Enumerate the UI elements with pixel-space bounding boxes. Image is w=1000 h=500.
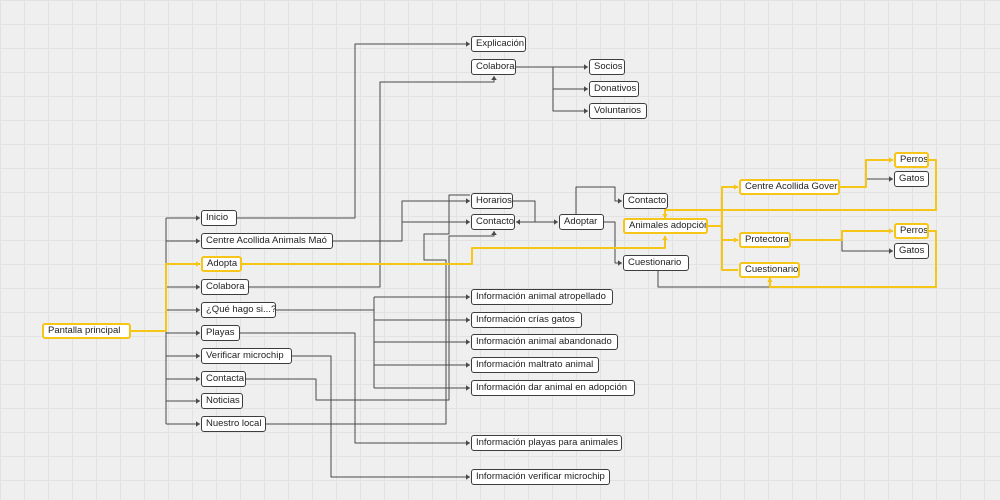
connector-arrowhead	[196, 215, 200, 221]
node-voluntarios[interactable]: Voluntarios	[589, 103, 647, 119]
connector-arrowhead	[889, 176, 893, 182]
connector-arrowhead	[196, 330, 200, 336]
connector-arrowhead	[584, 64, 588, 70]
connector-arrowhead	[516, 219, 520, 225]
node-info-maltrato[interactable]: Información maltrato animal	[471, 357, 599, 373]
connector-arrowhead	[196, 238, 200, 244]
connector-line	[266, 194, 470, 425]
connector-arrowhead	[618, 260, 622, 266]
connector-arrowhead	[554, 219, 558, 225]
connector-arrowhead	[491, 76, 497, 80]
connector-line	[721, 226, 738, 241]
node-info-atropellado[interactable]: Información animal atropellado	[471, 289, 613, 305]
node-info-playas[interactable]: Información playas para animales	[471, 435, 622, 451]
connector-line	[575, 186, 622, 214]
connector-line	[769, 230, 937, 288]
node-donativos[interactable]: Donativos	[589, 81, 639, 97]
connector-arrowhead	[618, 198, 622, 204]
node-socios[interactable]: Socios	[589, 59, 625, 75]
connector-arrowhead	[767, 278, 773, 282]
connector-arrowhead	[466, 317, 470, 323]
connector-line	[240, 332, 470, 444]
node-horarios[interactable]: Horarios	[471, 193, 513, 209]
node-playas[interactable]: Playas	[201, 325, 240, 341]
node-nuestro-local[interactable]: Nuestro local	[201, 416, 266, 432]
connector-arrowhead	[196, 307, 200, 313]
node-protectora[interactable]: Protectora	[739, 232, 791, 248]
node-cuestionario-hl[interactable]: Cuestionario	[739, 262, 800, 278]
connector-line	[791, 239, 893, 252]
connector-line	[791, 230, 893, 241]
connector-arrowhead	[491, 231, 497, 235]
node-animales-adopcion[interactable]: Animales adopción	[623, 218, 708, 234]
connector-line	[246, 231, 495, 401]
node-noticias[interactable]: Noticias	[201, 393, 243, 409]
node-info-dar-adopcion[interactable]: Información dar animal en adopción	[471, 380, 635, 396]
connector-line	[708, 186, 738, 227]
connector-arrowhead	[466, 440, 470, 446]
connector-arrowhead	[466, 385, 470, 391]
connector-line	[513, 200, 558, 223]
node-colabora[interactable]: Colabora	[471, 59, 516, 75]
connector-arrowhead	[889, 248, 893, 254]
connector-line	[333, 200, 470, 242]
node-explicacion[interactable]: Explicación	[471, 36, 526, 52]
node-colabora-menu[interactable]: Colabora	[201, 279, 249, 295]
node-pantalla-principal[interactable]: Pantalla principal	[42, 323, 131, 339]
connector-line	[242, 236, 666, 265]
connector-arrowhead	[734, 237, 738, 243]
connector-arrowhead	[196, 284, 200, 290]
connector-line	[657, 271, 770, 288]
connector-arrowhead	[889, 157, 893, 163]
connector-arrowhead	[584, 108, 588, 114]
connector-line	[604, 221, 622, 264]
connector-arrowhead	[196, 353, 200, 359]
connector-arrowhead	[584, 86, 588, 92]
connector-arrowhead	[466, 474, 470, 480]
connector-arrowhead	[734, 184, 738, 190]
connector-arrowhead	[466, 219, 470, 225]
connector-arrowhead	[196, 398, 200, 404]
node-info-crias-gatos[interactable]: Información crías gatos	[471, 312, 582, 328]
connector-arrowhead	[662, 214, 668, 218]
connector-line	[664, 159, 937, 218]
node-contacto-centre[interactable]: Contacto	[471, 214, 515, 230]
node-info-abandonado[interactable]: Información animal abandonado	[471, 334, 618, 350]
connector-arrowhead	[196, 376, 200, 382]
connector-line	[292, 355, 470, 478]
node-perros-protectora[interactable]: Perros	[894, 223, 929, 239]
connector-arrowhead	[196, 261, 200, 267]
node-contacta[interactable]: Contacta	[201, 371, 246, 387]
connector-arrowhead	[466, 198, 470, 204]
node-adoptar[interactable]: Adoptar	[559, 214, 604, 230]
connector-line	[237, 43, 470, 219]
node-cuestionario[interactable]: Cuestionario	[623, 255, 689, 271]
connector-arrowhead	[196, 421, 200, 427]
connector-arrowhead	[662, 236, 668, 240]
node-centre-acollida-govern[interactable]: Centre Acollida Govern	[739, 179, 840, 195]
node-adopta[interactable]: Adopta	[201, 256, 242, 272]
node-info-microchip[interactable]: Información verificar microchip	[471, 469, 610, 485]
connector-arrowhead	[466, 294, 470, 300]
connector-arrowhead	[466, 362, 470, 368]
node-contacto-adopta[interactable]: Contacto	[623, 193, 668, 209]
connector-line	[840, 159, 893, 188]
node-verificar-microchip[interactable]: Verificar microchip	[201, 348, 292, 364]
connector-arrowhead	[466, 339, 470, 345]
connector-line	[131, 263, 200, 332]
connector-arrowhead	[466, 41, 470, 47]
node-que-hago-si[interactable]: ¿Qué hago si...?	[201, 302, 276, 318]
connector-line	[249, 76, 495, 288]
node-centre-acollida-animals-mao[interactable]: Centre Acollida Animals Maó	[201, 233, 333, 249]
node-gatos-govern[interactable]: Gatos	[894, 171, 929, 187]
connector-line	[721, 240, 738, 271]
node-gatos-protectora[interactable]: Gatos	[894, 243, 929, 259]
node-inicio[interactable]: Inicio	[201, 210, 237, 226]
node-perros-govern[interactable]: Perros	[894, 152, 929, 168]
connector-arrowhead	[889, 228, 893, 234]
